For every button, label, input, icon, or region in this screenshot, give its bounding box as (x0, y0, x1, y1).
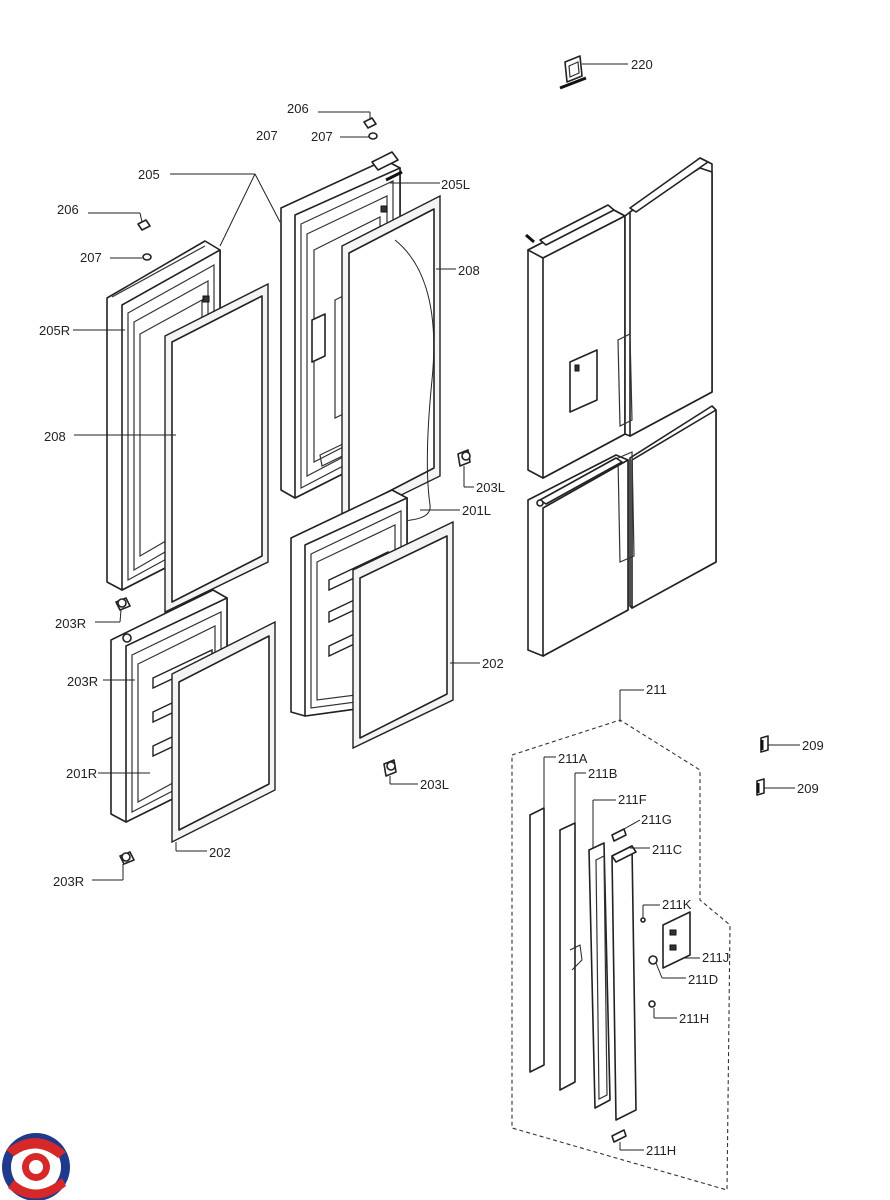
label-203R-bottom: 203R (53, 874, 84, 889)
gasket-208-left (164, 282, 269, 614)
label-207-top: 207 (311, 129, 333, 144)
label-205: 205 (138, 167, 160, 182)
label-211D: 211D (688, 972, 718, 987)
label-202-left: 202 (209, 845, 231, 860)
part-211K (640, 904, 660, 923)
brand-logo-icon (2, 1133, 70, 1200)
label-220: 220 (631, 57, 653, 72)
label-206-left: 206 (57, 202, 79, 217)
part-211F (588, 799, 616, 1109)
label-208-mid: 208 (458, 263, 480, 278)
part-211H-upper (648, 1000, 677, 1019)
label-207-left2: 207 (80, 250, 102, 265)
hinge-203L-lower (383, 759, 418, 785)
label-211H-upper: 211H (679, 1011, 709, 1026)
part-211J (662, 911, 700, 969)
part-211A (529, 756, 556, 1073)
part-209-lower (756, 778, 795, 796)
label-206-top: 206 (287, 101, 309, 116)
gasket-202-left (171, 620, 276, 844)
gasket-208-middle (341, 194, 441, 526)
part-211H-lower (611, 1129, 644, 1151)
label-211F: 211F (618, 792, 647, 807)
label-209-lower: 209 (797, 781, 819, 796)
label-211G: 211G (641, 812, 672, 827)
label-211: 211 (646, 682, 667, 697)
label-211C: 211C (652, 842, 682, 857)
label-203R-top: 203R (55, 616, 86, 631)
part-206-top (318, 111, 377, 129)
label-201L: 201L (462, 503, 491, 518)
label-205R: 205R (39, 323, 70, 338)
part-211C (611, 845, 650, 1121)
label-203L-lower: 203L (420, 777, 449, 792)
label-208-left: 208 (44, 429, 66, 444)
gasket-202-middle (352, 520, 454, 750)
refrigerator-assembled (525, 157, 717, 657)
part-206-left (88, 212, 151, 231)
label-211A: 211A (558, 751, 588, 766)
part-207-top (340, 132, 378, 140)
label-203L-upper: 203L (476, 480, 505, 495)
kit-211-outline (511, 719, 731, 1191)
part-211B (559, 772, 586, 1091)
hinge-203L-upper (457, 449, 474, 488)
label-207-left: 207 (256, 128, 278, 143)
label-211J: 211J (702, 950, 729, 965)
label-209-upper: 209 (802, 738, 824, 753)
label-211K: 211K (662, 897, 692, 912)
label-203R-mid: 203R (67, 674, 98, 689)
label-211B: 211B (588, 766, 617, 781)
part-220 (559, 55, 628, 90)
part-207-left (110, 253, 152, 261)
part-209-upper (760, 735, 800, 753)
label-201R: 201R (66, 766, 97, 781)
part-211D (648, 955, 686, 979)
hinge-203R-top (95, 597, 131, 623)
label-211H-lower: 211H (646, 1143, 676, 1158)
part-211G (611, 819, 641, 842)
label-205L: 205L (441, 177, 470, 192)
hinge-203R-bottom (92, 851, 135, 881)
label-202-mid: 202 (482, 656, 504, 671)
